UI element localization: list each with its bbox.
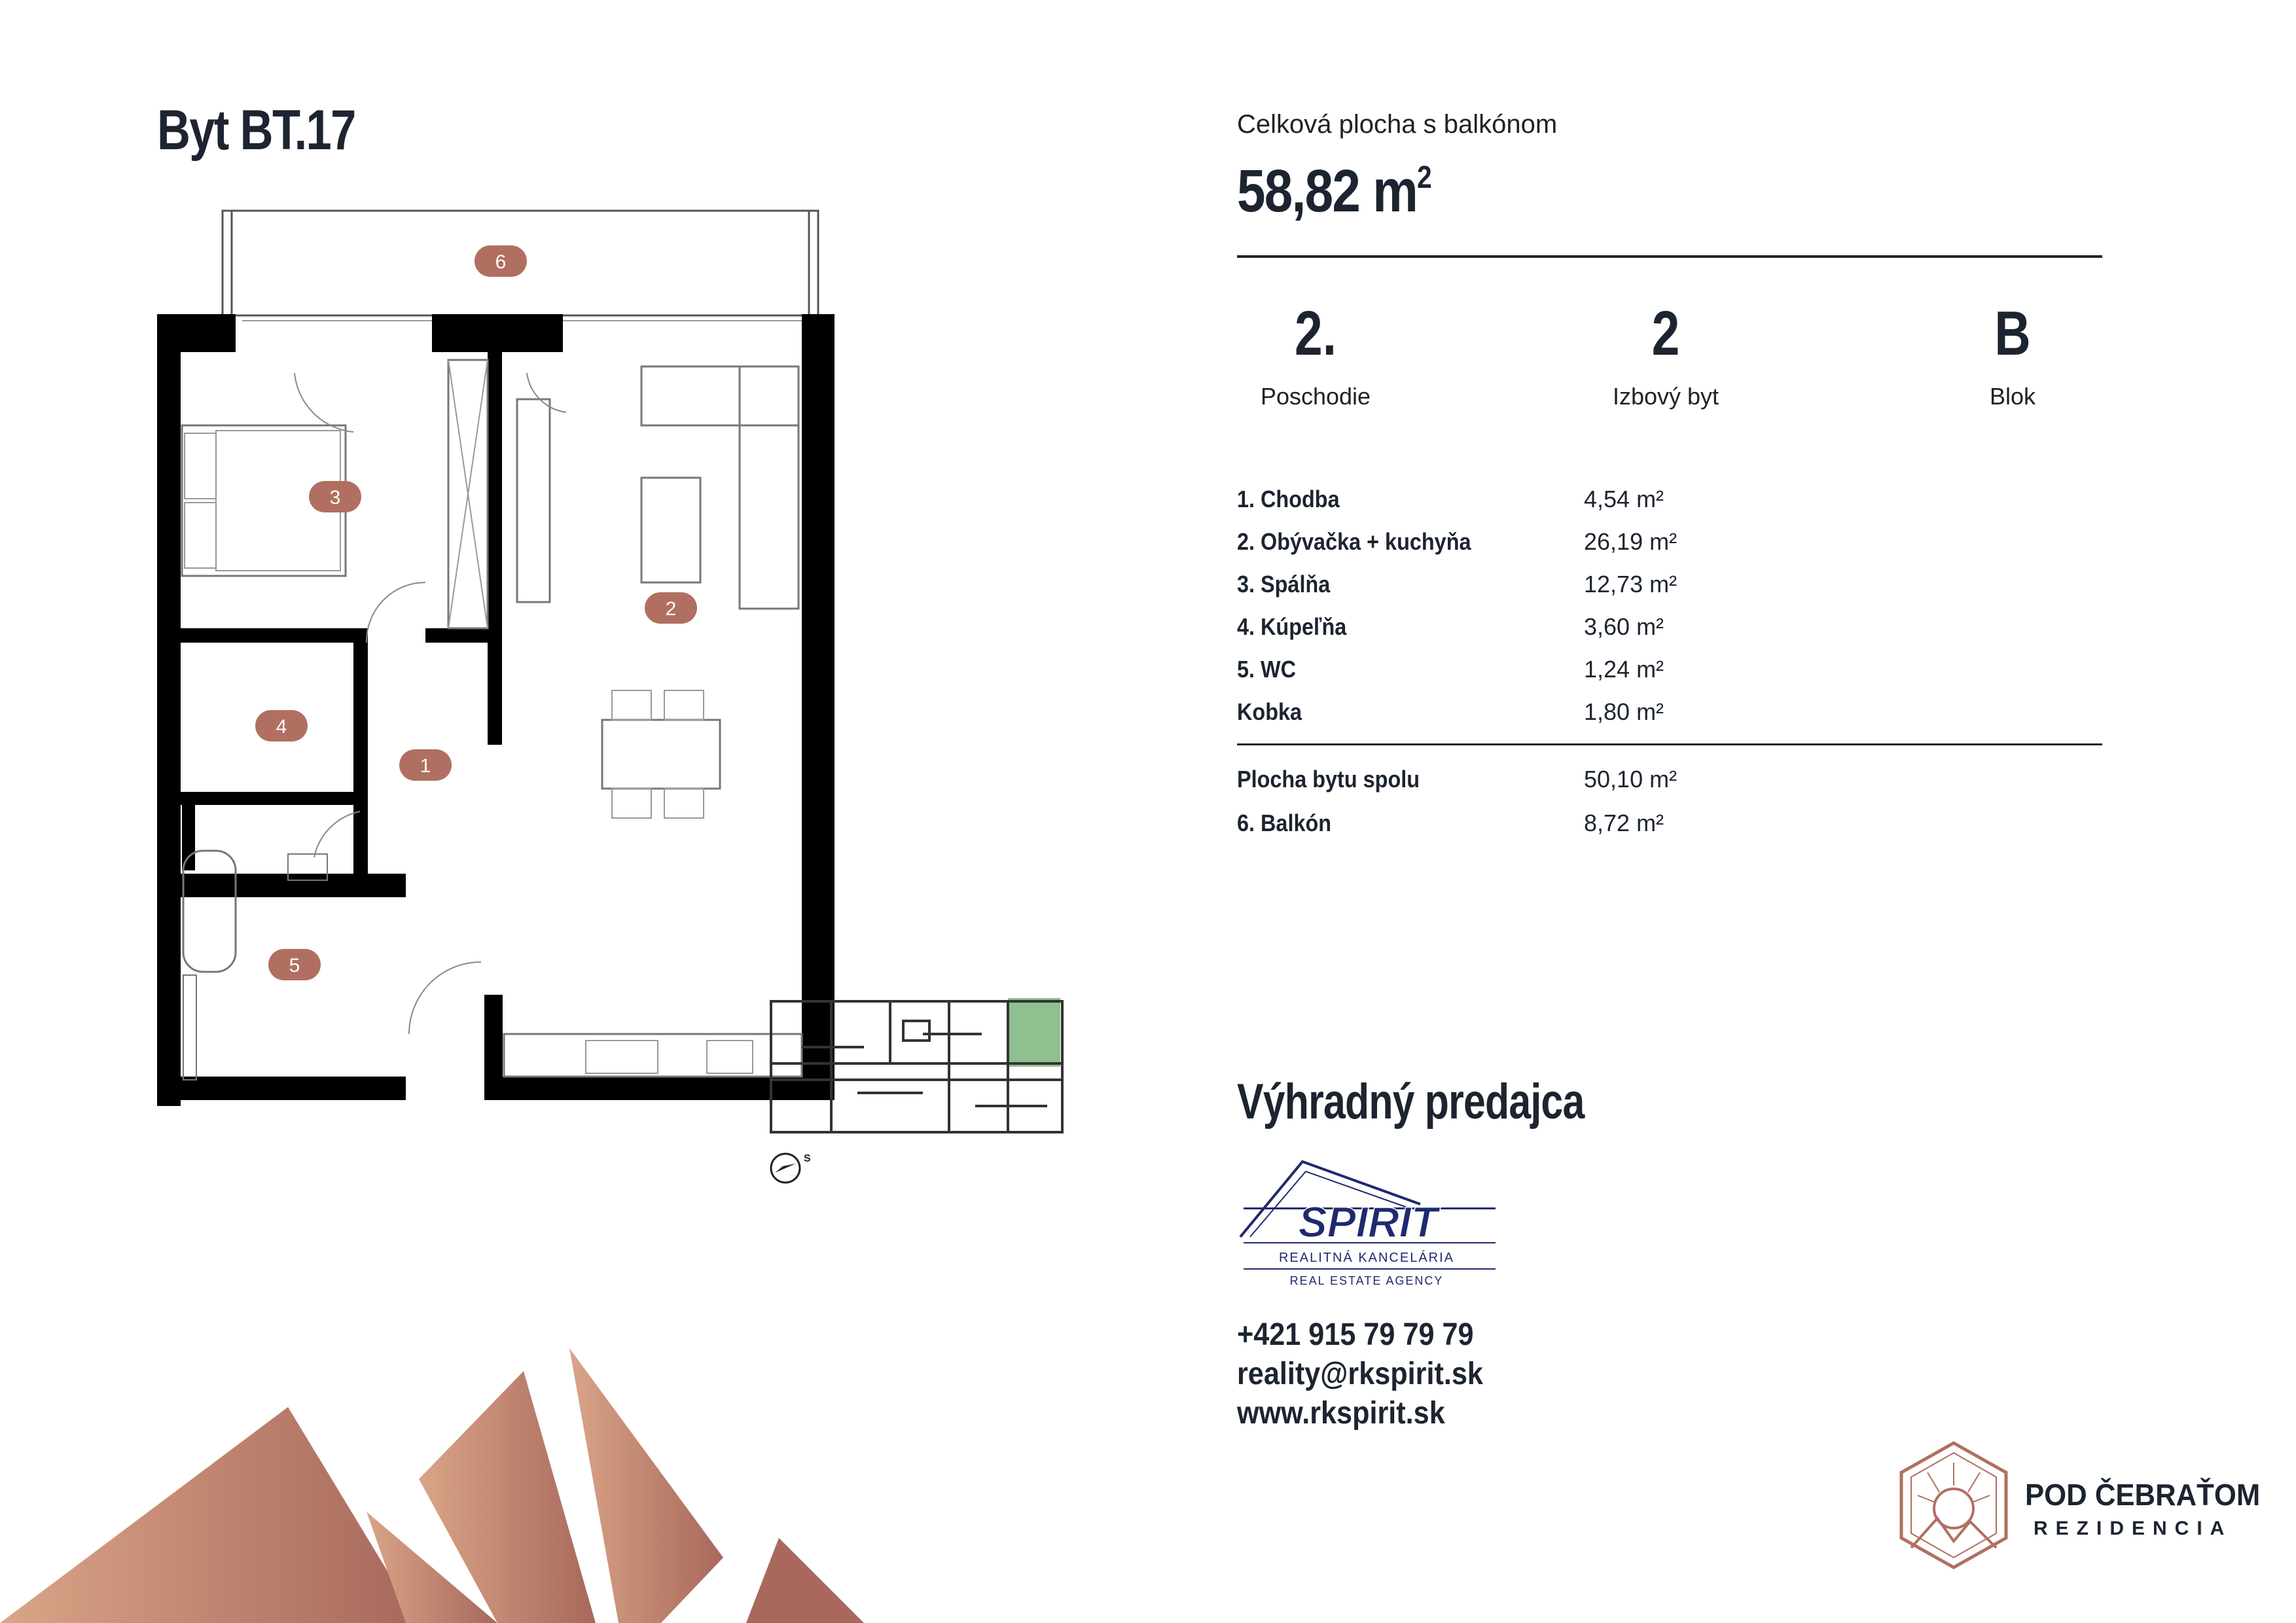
dealer-phone[interactable]: +421 915 79 79 79 [1237,1317,1474,1352]
mountain-decoration [0,1348,864,1623]
stat-rooms: 2 Izbový byt [1612,298,1719,410]
room-badge-3: 3 [309,481,361,512]
room-badge-1: 1 [399,749,452,781]
room-badge-6: 6 [475,245,527,277]
apartment-title: Byt BT.17 [157,99,356,162]
svg-text:3: 3 [330,487,341,508]
building-key-plan: S [770,998,1064,1184]
svg-text:1: 1 [420,755,431,777]
divider-bottom [1237,743,2102,745]
svg-text:POD ČEBRAŤOM: POD ČEBRAŤOM [2025,1478,2260,1512]
compass-icon [770,1152,801,1184]
room-badge-2: 2 [645,592,697,624]
spirit-logo: SPIRIT REALITNÁ KANCELÁRIA REAL ESTATE A… [1239,1160,1496,1287]
room-badge-4: 4 [255,710,308,741]
svg-text:2: 2 [666,598,677,620]
stat-floor: 2. Poschodie [1260,298,1371,410]
compass-label: S [804,1153,811,1164]
floor-plan: 6 3 2 4 1 5 [157,209,834,1106]
total-area-label: Celková plocha s balkónom [1237,110,1558,139]
svg-text:REALITNÁ KANCELÁRIA: REALITNÁ KANCELÁRIA [1279,1250,1454,1265]
dealer-email[interactable]: reality@rkspirit.sk [1237,1357,1483,1391]
stat-block: B Blok [1989,298,2036,410]
svg-text:5: 5 [289,955,300,976]
total-area-value: 58,82 m2 [1237,158,1432,224]
svg-text:4: 4 [276,716,287,738]
svg-text:SPIRIT: SPIRIT [1299,1198,1441,1246]
divider-top [1237,255,2102,258]
room-badge-5: 5 [268,949,321,980]
svg-text:REZIDENCIA: REZIDENCIA [2034,1518,2232,1539]
dealer-heading: Výhradný predajca [1237,1074,1585,1130]
brand-logo: POD ČEBRAŤOM REZIDENCIA [1899,1441,2260,1569]
svg-text:6: 6 [495,251,507,273]
svg-text:REAL ESTATE AGENCY: REAL ESTATE AGENCY [1290,1274,1444,1287]
dealer-website[interactable]: www.rkspirit.sk [1237,1396,1445,1431]
